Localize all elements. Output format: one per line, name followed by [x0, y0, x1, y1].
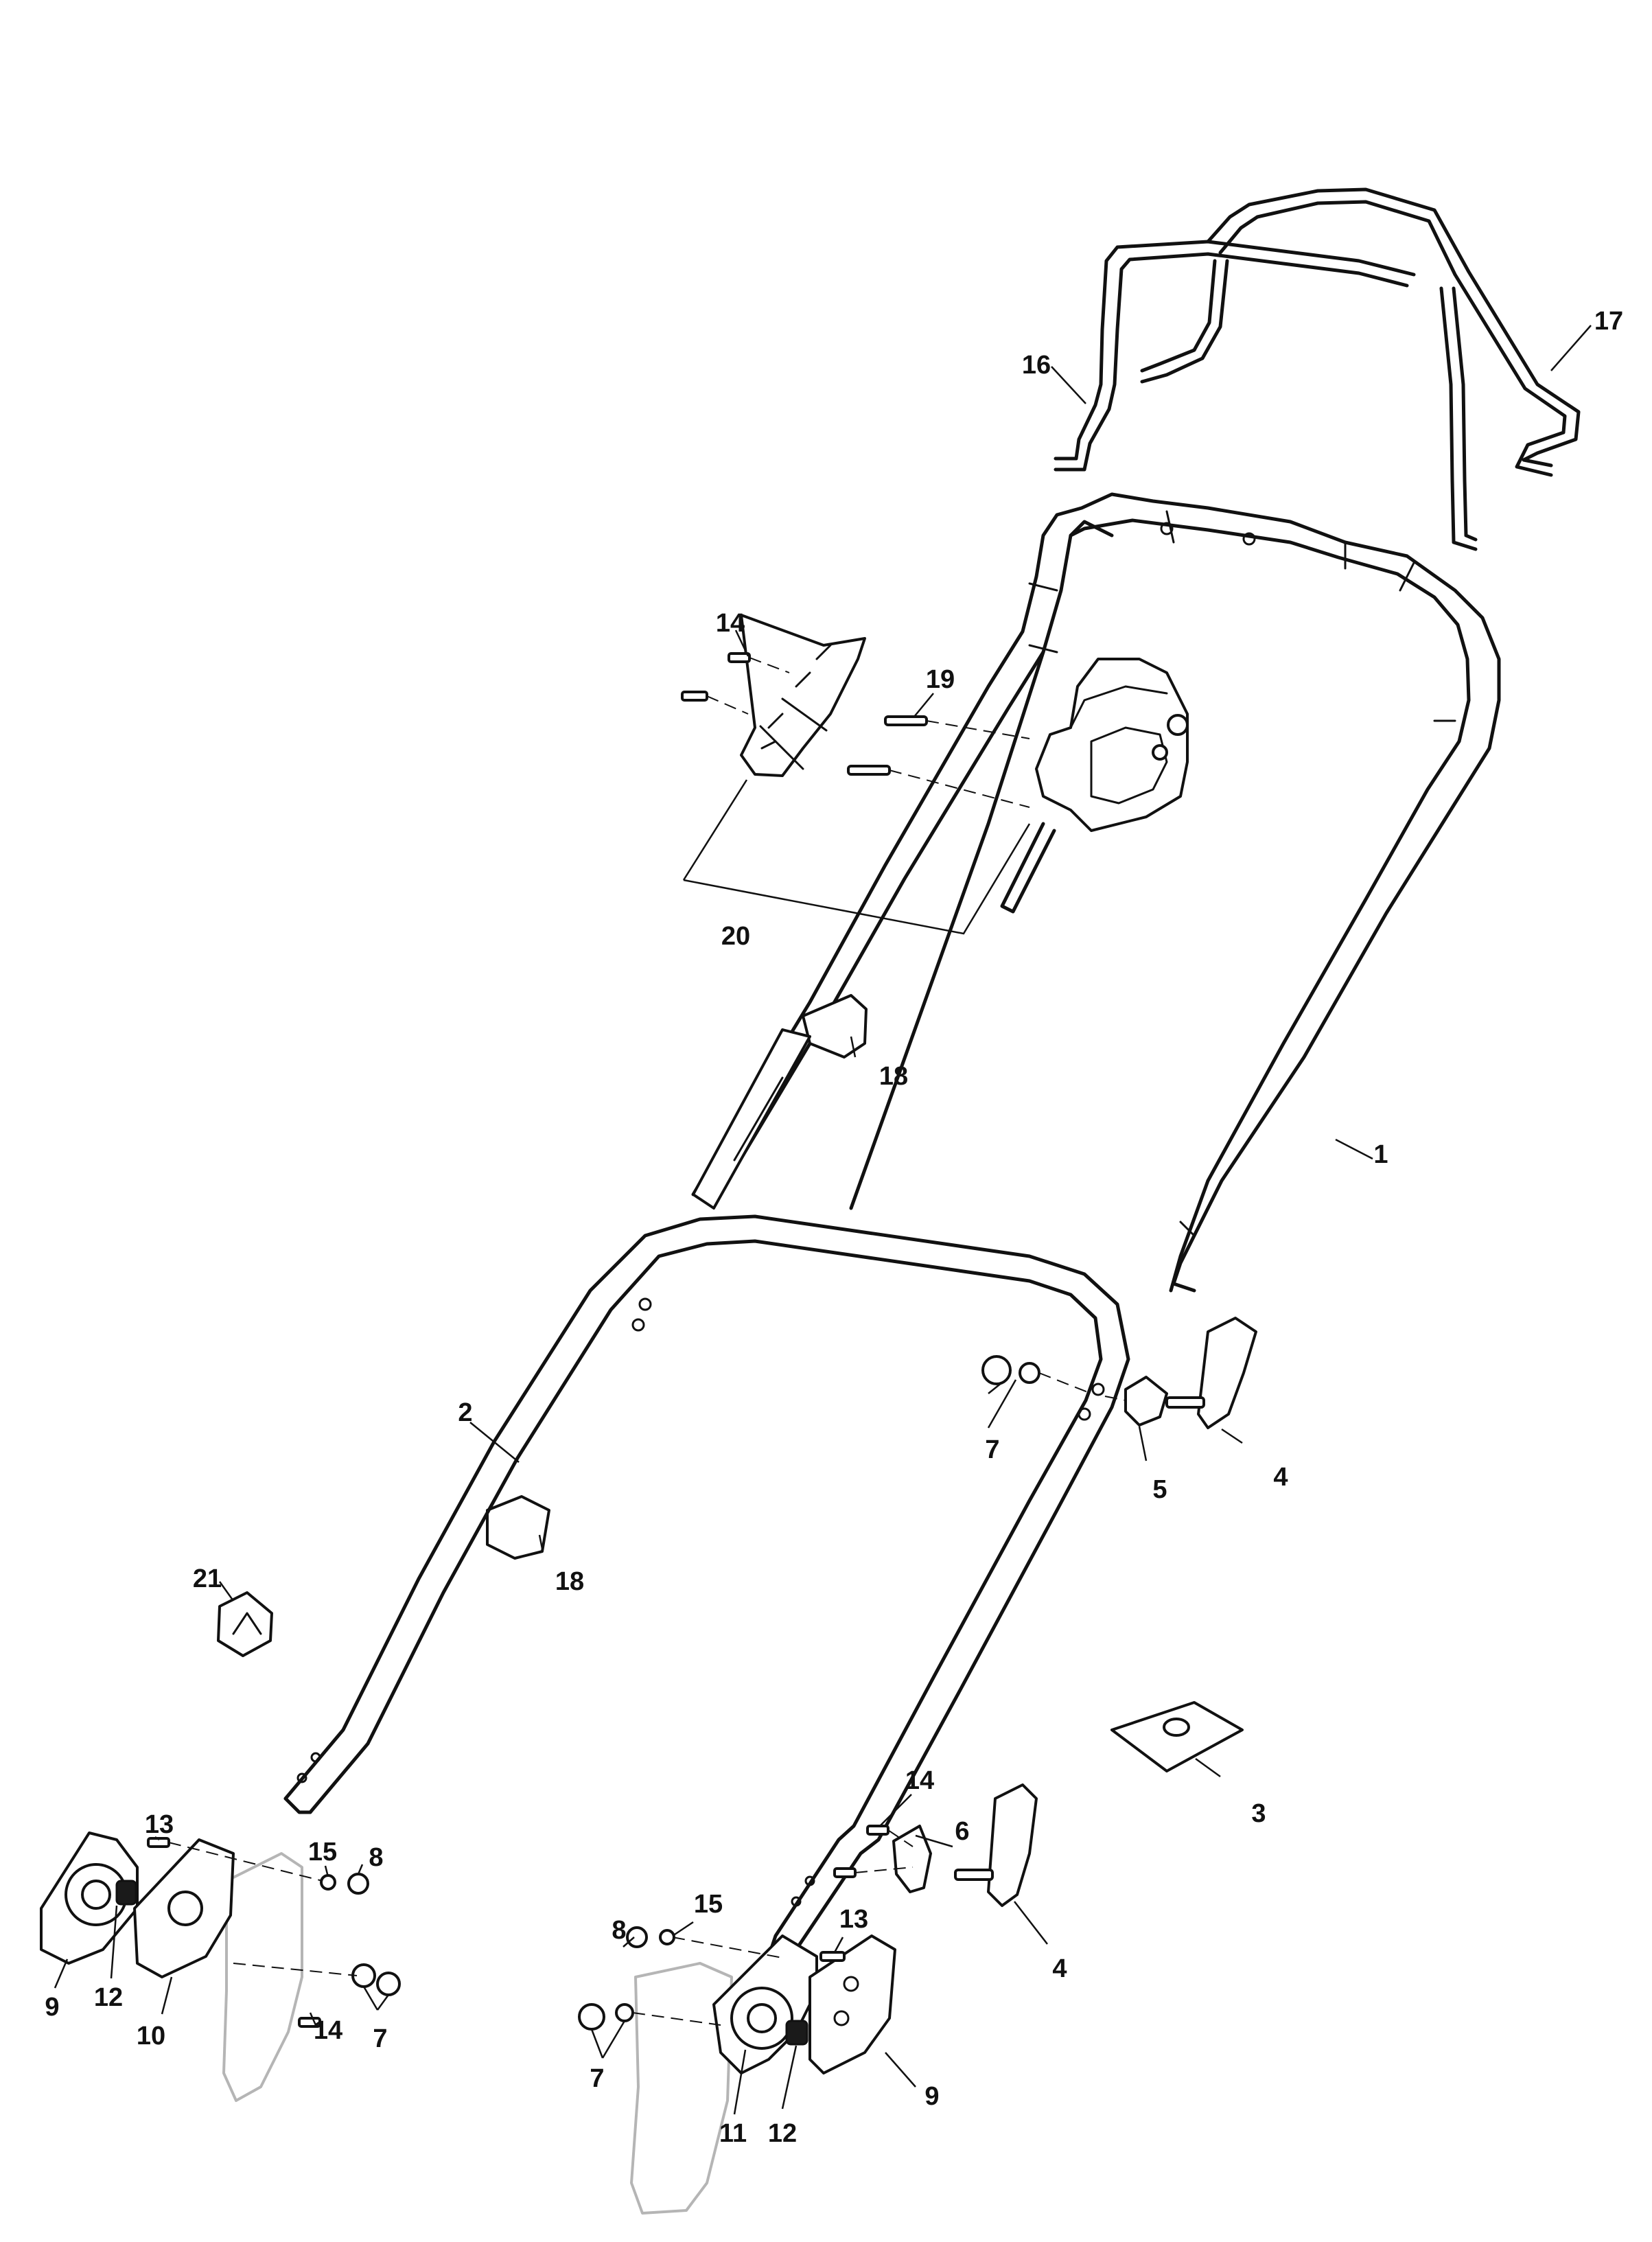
callout-15: 15 — [308, 1838, 337, 1867]
callout-4: 4 — [1273, 1463, 1288, 1492]
part-20-control-box — [682, 614, 1189, 935]
callout-2: 2 — [458, 1398, 472, 1427]
callout-12: 12 — [768, 2119, 797, 2148]
callout-4: 4 — [1052, 1954, 1067, 1983]
part-5-latch-block — [1104, 1376, 1168, 1426]
callout-numbers: 17 16 14 19 20 18 1 2 7 5 4 18 21 3 14 6… — [45, 307, 1623, 2148]
callout-11: 11 — [719, 2119, 747, 2148]
callout-17: 17 — [1594, 307, 1623, 336]
callout-21: 21 — [193, 1564, 222, 1593]
right-bracket-assembly — [578, 1926, 896, 2215]
callout-7: 7 — [373, 2024, 387, 2053]
callout-9: 9 — [924, 2082, 939, 2111]
leader-lines — [54, 325, 1592, 2115]
callout-18: 18 — [879, 1062, 908, 1091]
part-19-bolts — [847, 715, 1030, 808]
callout-6: 6 — [955, 1817, 969, 1846]
part-3-hardware-bag — [1110, 1701, 1244, 1772]
callout-13: 13 — [145, 1810, 174, 1839]
callout-14: 14 — [716, 609, 745, 638]
callout-1: 1 — [1373, 1140, 1388, 1169]
part-4-knob-lower — [954, 1783, 1038, 1907]
part-17-bail-bar — [1206, 187, 1581, 551]
callout-8: 8 — [612, 1916, 626, 1945]
part-7-nuts-upper — [981, 1355, 1092, 1394]
callout-20: 20 — [721, 922, 750, 951]
left-bracket-assembly — [40, 1831, 401, 2102]
callout-8: 8 — [369, 1843, 383, 1872]
part-21-cable-clip — [217, 1591, 273, 1657]
part-14-screws-upper — [681, 652, 790, 715]
callout-14: 14 — [905, 1766, 934, 1795]
callout-19: 19 — [926, 665, 955, 694]
callout-7: 7 — [985, 1435, 999, 1464]
part-18-clip-lower — [486, 1495, 550, 1560]
part-1-upper-handle — [691, 492, 1501, 1293]
part-4-knob-upper — [1165, 1317, 1257, 1429]
callout-18: 18 — [555, 1567, 584, 1596]
callout-7: 7 — [590, 2064, 604, 2093]
part-16-bail-bar — [1054, 240, 1416, 472]
callout-16: 16 — [1022, 351, 1051, 380]
callout-9: 9 — [45, 1993, 59, 2022]
part-6-latch — [833, 1825, 932, 1893]
callout-5: 5 — [1152, 1475, 1167, 1504]
callout-3: 3 — [1251, 1799, 1266, 1828]
callout-14: 14 — [314, 2016, 342, 2045]
callout-13: 13 — [839, 1905, 868, 1934]
part-18-clip-upper — [692, 994, 868, 1210]
callout-15: 15 — [694, 1890, 723, 1919]
callout-10: 10 — [137, 2022, 165, 2050]
callout-12: 12 — [94, 1983, 123, 2012]
